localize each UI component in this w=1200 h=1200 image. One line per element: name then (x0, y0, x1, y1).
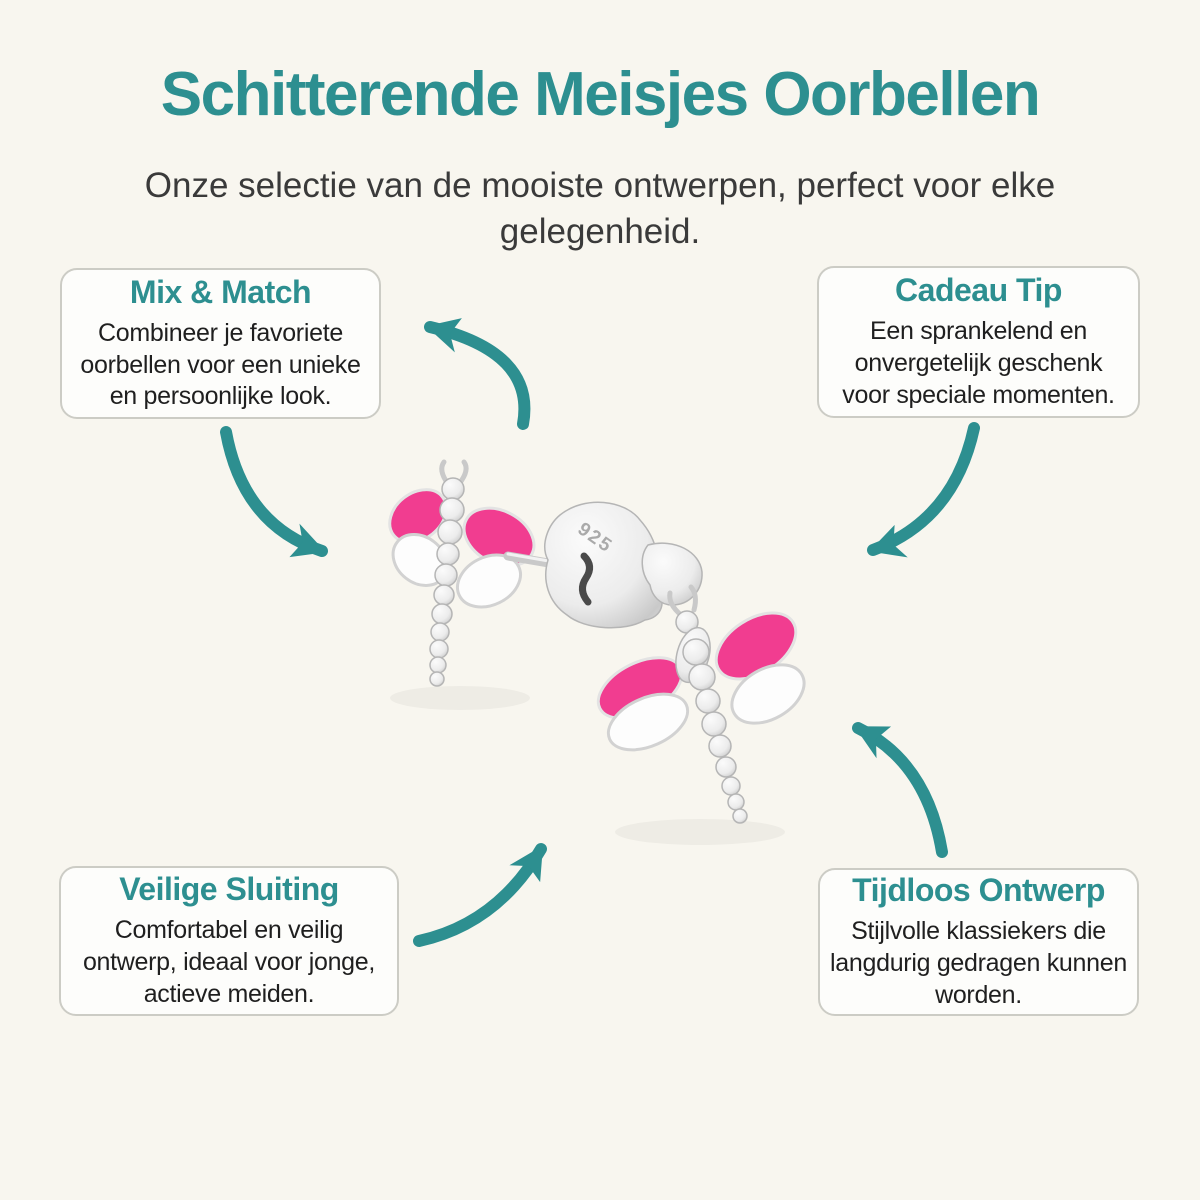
callout-tijdloos-ontwerp-body: Stijlvolle klassiekers die langdurig ged… (830, 917, 1127, 1009)
callout-veilige-sluiting: Veilige Sluiting Comfortabel en veilig o… (59, 866, 399, 1016)
earring-right-body (667, 584, 748, 824)
butterfly-clasp: 925 (544, 501, 703, 629)
curved-arrow-veilige-sluiting-to-earrings-icon (413, 843, 547, 947)
callout-cadeau-tip-title: Cadeau Tip (895, 272, 1062, 309)
white-wing-lower-right (456, 553, 522, 609)
earring-left-dragonfly: 925 (388, 459, 703, 687)
earring-right-shadow (615, 819, 785, 845)
callout-veilige-sluiting-body: Comfortabel en veilig ontwerp, ideaal vo… (82, 916, 376, 1008)
earring-left-wings (388, 488, 536, 609)
white-wing-left (606, 692, 690, 752)
callout-mix-match: Mix & Match Combineer je favoriete oorbe… (60, 268, 381, 419)
page-title: Schitterende Meisjes Oorbellen (160, 60, 1041, 129)
callout-veilige-sluiting-title: Veilige Sluiting (119, 871, 339, 908)
callout-cadeau-tip-body: Een sprankelend en onvergetelijk geschen… (842, 317, 1115, 409)
callout-cadeau-tip: Cadeau Tip Een sprankelend en onvergetel… (817, 266, 1140, 418)
callout-mix-match-body: Combineer je favoriete oorbellen voor ee… (80, 318, 361, 411)
earring-right-dragonfly (596, 584, 806, 824)
earring-right-wings (596, 611, 806, 752)
curved-arrow-to-mix-match-icon (424, 318, 531, 430)
clasp-large-lobe (544, 501, 663, 629)
pink-wing-upper-left (388, 488, 448, 544)
curved-arrow-mix-match-to-earrings-icon (220, 426, 328, 558)
curved-arrow-cadeau-tip-to-earrings-icon (867, 422, 980, 558)
callout-tijdloos-ontwerp: Tijdloos Ontwerp Stijlvolle klassiekers … (818, 868, 1139, 1016)
callout-tijdloos-ontwerp-title: Tijdloos Ontwerp (852, 872, 1105, 909)
earring-left-shadow (390, 686, 530, 710)
clasp-post-hole (579, 552, 593, 606)
page-subtitle: Onze selectie van de mooiste ontwerpen, … (144, 166, 1056, 251)
curved-arrow-tijdloos-ontwerp-to-earrings-icon (852, 722, 948, 858)
callout-mix-match-title: Mix & Match (129, 273, 312, 310)
white-wing-right (730, 663, 806, 725)
earring-left-body (429, 459, 469, 687)
